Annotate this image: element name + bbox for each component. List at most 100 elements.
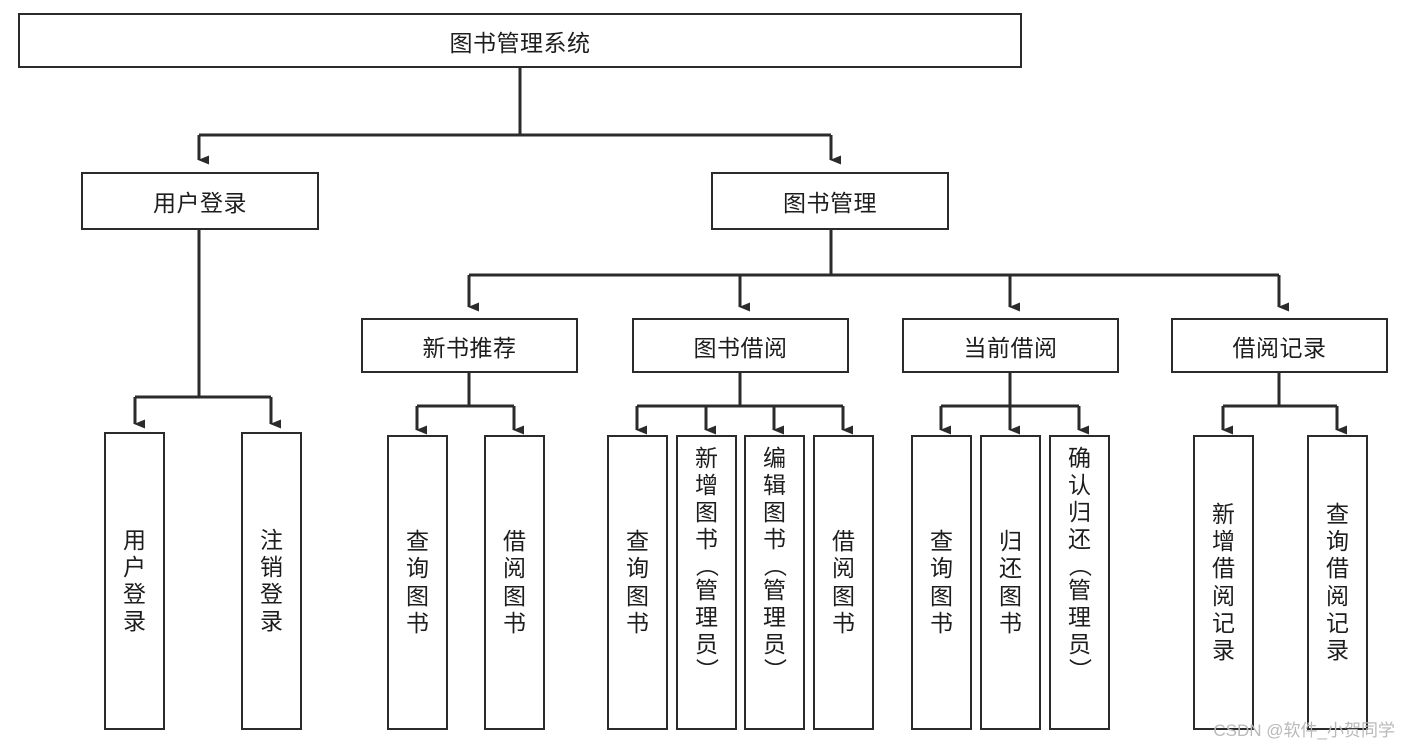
node-leaf-borrow-edit-label: 编辑图书（管理员） — [746, 445, 803, 728]
node-user-login-label: 用户登录 — [153, 190, 247, 216]
vertical-char: ） — [1067, 657, 1093, 681]
node-new-book-rec[interactable]: 新书推荐 — [361, 318, 578, 373]
vertical-char: 询 — [626, 555, 649, 582]
node-root[interactable]: 图书管理系统 — [18, 13, 1022, 68]
node-leaf-rec-add[interactable]: 新增借阅记录 — [1193, 435, 1254, 730]
vertical-char: 新 — [695, 445, 718, 471]
node-current-borrow-label: 当前借阅 — [963, 334, 1058, 361]
vertical-char: 确 — [1068, 445, 1091, 471]
vertical-char: （ — [694, 553, 720, 577]
node-book-borrow-label: 图书借阅 — [693, 334, 788, 361]
vertical-char: 图 — [406, 582, 429, 609]
node-leaf-borrow-add[interactable]: 新增图书（管理员） — [676, 435, 737, 730]
vertical-char: 图 — [503, 582, 526, 609]
node-leaf-borrow-do[interactable]: 借阅图书 — [813, 435, 874, 730]
node-leaf-rec-query-label: 查询图书 — [389, 437, 446, 728]
node-leaf-cur-return[interactable]: 归还图书 — [980, 435, 1041, 730]
vertical-char: 录 — [1212, 636, 1235, 663]
node-borrow-record[interactable]: 借阅记录 — [1171, 318, 1388, 373]
node-leaf-rec-query2[interactable]: 查询借阅记录 — [1307, 435, 1368, 730]
vertical-char: 员 — [763, 630, 786, 657]
vertical-char: 借 — [832, 528, 855, 555]
vertical-char: 记 — [1212, 609, 1235, 636]
node-leaf-cur-return-label: 归还图书 — [982, 437, 1039, 728]
vertical-char: 询 — [930, 555, 953, 582]
vertical-char: 新 — [1212, 501, 1235, 528]
node-leaf-user-logout[interactable]: 注销登录 — [241, 432, 302, 730]
vertical-char: ） — [762, 657, 788, 681]
csdn-watermark: CSDN @软件_小贺同学 — [1213, 721, 1395, 740]
vertical-char: 图 — [930, 582, 953, 609]
vertical-char: （ — [762, 553, 788, 577]
node-leaf-cur-confirm-label: 确认归还（管理员） — [1051, 445, 1108, 728]
vertical-char: 借 — [1326, 555, 1349, 582]
node-current-borrow[interactable]: 当前借阅 — [902, 318, 1119, 373]
vertical-char: 查 — [626, 528, 649, 555]
vertical-char: 书 — [695, 526, 718, 553]
vertical-char: 归 — [1068, 499, 1091, 526]
vertical-char: 查 — [406, 528, 429, 555]
vertical-char: 编 — [763, 445, 786, 471]
vertical-char: 录 — [1326, 636, 1349, 663]
vertical-char: 查 — [1326, 501, 1349, 528]
vertical-char: 登 — [260, 581, 283, 607]
vertical-char: 管 — [1068, 576, 1091, 603]
vertical-char: 户 — [123, 553, 146, 580]
vertical-char: 书 — [763, 526, 786, 553]
node-leaf-rec-borrow[interactable]: 借阅图书 — [484, 435, 545, 730]
vertical-char: 还 — [1068, 526, 1091, 553]
vertical-char: 查 — [930, 528, 953, 555]
vertical-char: 用 — [123, 526, 146, 553]
vertical-char: 书 — [832, 609, 855, 636]
vertical-char: 书 — [930, 609, 953, 636]
vertical-char: 员 — [1068, 630, 1091, 657]
vertical-char: 管 — [763, 576, 786, 603]
node-leaf-borrow-do-label: 借阅图书 — [815, 437, 872, 728]
node-new-book-rec-label: 新书推荐 — [422, 334, 517, 361]
vertical-char: 录 — [123, 608, 146, 635]
node-leaf-borrow-query-label: 查询图书 — [609, 437, 666, 728]
vertical-char: 书 — [626, 609, 649, 636]
node-user-login[interactable]: 用户登录 — [81, 172, 319, 230]
vertical-char: 员 — [695, 630, 718, 657]
node-book-manage[interactable]: 图书管理 — [711, 172, 949, 230]
vertical-char: 图 — [763, 499, 786, 526]
vertical-char: 图 — [626, 582, 649, 609]
vertical-char: 理 — [1068, 603, 1091, 630]
node-leaf-borrow-query[interactable]: 查询图书 — [607, 435, 668, 730]
vertical-char: 认 — [1068, 472, 1091, 499]
vertical-char: 增 — [695, 472, 718, 499]
vertical-char: 借 — [1212, 555, 1235, 582]
vertical-char: 销 — [260, 553, 283, 580]
vertical-char: 图 — [695, 499, 718, 526]
vertical-char: 询 — [1326, 528, 1349, 555]
vertical-char: 归 — [999, 528, 1022, 555]
node-book-borrow[interactable]: 图书借阅 — [632, 318, 849, 373]
node-book-manage-label: 图书管理 — [783, 190, 877, 216]
vertical-char: 登 — [123, 581, 146, 607]
node-leaf-user-login-label: 用户登录 — [106, 434, 163, 728]
node-leaf-borrow-edit[interactable]: 编辑图书（管理员） — [744, 435, 805, 730]
vertical-char: 记 — [1326, 609, 1349, 636]
vertical-char: 书 — [406, 609, 429, 636]
vertical-char: ） — [694, 657, 720, 681]
vertical-char: 阅 — [832, 555, 855, 582]
node-borrow-record-label: 借阅记录 — [1232, 334, 1327, 361]
node-leaf-cur-confirm[interactable]: 确认归还（管理员） — [1049, 435, 1110, 730]
vertical-char: 书 — [503, 609, 526, 636]
node-leaf-rec-borrow-label: 借阅图书 — [486, 437, 543, 728]
vertical-char: 图 — [999, 582, 1022, 609]
vertical-char: 理 — [695, 603, 718, 630]
node-leaf-cur-query-label: 查询图书 — [913, 437, 970, 728]
node-leaf-cur-query[interactable]: 查询图书 — [911, 435, 972, 730]
vertical-char: 理 — [763, 603, 786, 630]
node-leaf-borrow-add-label: 新增图书（管理员） — [678, 445, 735, 728]
vertical-char: 阅 — [1326, 582, 1349, 609]
vertical-char: 图 — [832, 582, 855, 609]
vertical-char: 辑 — [763, 472, 786, 499]
node-leaf-rec-query[interactable]: 查询图书 — [387, 435, 448, 730]
vertical-char: 管 — [695, 576, 718, 603]
node-leaf-user-login[interactable]: 用户登录 — [104, 432, 165, 730]
vertical-char: 阅 — [503, 555, 526, 582]
